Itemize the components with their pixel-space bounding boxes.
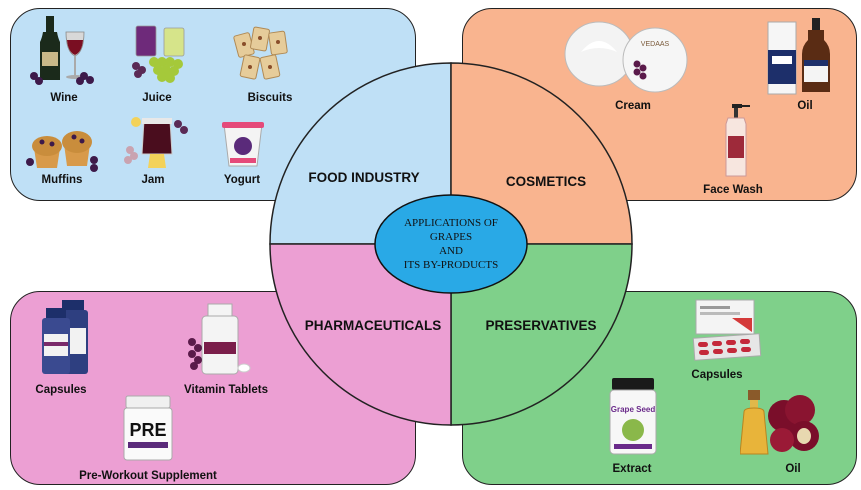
muffins-icon bbox=[26, 131, 98, 172]
wine-label: Wine bbox=[50, 92, 78, 104]
jam-icon bbox=[124, 117, 188, 168]
pre-workout-label: Pre-Workout Supplement bbox=[79, 470, 217, 482]
capsules-bottle-icon bbox=[42, 300, 88, 374]
pres-capsules-label: Capsules bbox=[691, 369, 743, 381]
muffins-label: Muffins bbox=[41, 174, 83, 186]
pres-oil-label: Oil bbox=[785, 463, 801, 475]
biscuits-label: Biscuits bbox=[247, 92, 293, 104]
biscuits-icon bbox=[233, 26, 288, 80]
vitamin-tablets-icon bbox=[188, 303, 251, 375]
pre-brand-text: PRE bbox=[129, 420, 166, 440]
grape-oil-icon bbox=[740, 390, 819, 455]
yogurt-label: Yogurt bbox=[223, 174, 261, 186]
juice-label: Juice bbox=[142, 92, 172, 104]
pre-workout-icon: PRE bbox=[123, 395, 173, 461]
grape-seed-text: Grape Seed bbox=[611, 405, 656, 414]
center-line-2: GRAPES bbox=[429, 231, 473, 243]
cosmetic-oil-label: Oil bbox=[797, 100, 813, 112]
juice-icon bbox=[132, 25, 185, 83]
cosmetics-title: COSMETICS bbox=[505, 174, 587, 189]
extract-icon: Grape Seed bbox=[609, 378, 657, 455]
center-line-4: ITS BY-PRODUCTS bbox=[403, 259, 499, 271]
preservatives-title: PRESERVATIVES bbox=[485, 318, 597, 333]
cream-label: Cream bbox=[615, 100, 651, 112]
center-line-1: APPLICATIONS OF bbox=[404, 217, 498, 229]
food-industry-title: FOOD INDUSTRY bbox=[308, 170, 420, 185]
face-wash-icon bbox=[725, 104, 750, 177]
jam-label: Jam bbox=[141, 174, 165, 186]
pharma-capsules-label: Capsules bbox=[35, 384, 87, 396]
wine-icon bbox=[30, 16, 94, 85]
center-title: APPLICATIONS OF GRAPES AND ITS BY-PRODUC… bbox=[381, 216, 521, 272]
center-line-3: AND bbox=[439, 245, 463, 257]
yogurt-icon bbox=[222, 122, 264, 167]
pharmaceuticals-title: PHARMACEUTICALS bbox=[304, 318, 442, 333]
extract-label: Extract bbox=[612, 463, 652, 475]
cream-icon: VEDAAS bbox=[564, 21, 688, 93]
oil-bottle-icon bbox=[767, 18, 830, 95]
vitamin-tablets-label: Vitamin Tablets bbox=[184, 384, 268, 396]
face-wash-label: Face Wash bbox=[703, 184, 763, 196]
capsules-pack-icon bbox=[692, 299, 762, 361]
cream-brand-text: VEDAAS bbox=[641, 41, 670, 48]
